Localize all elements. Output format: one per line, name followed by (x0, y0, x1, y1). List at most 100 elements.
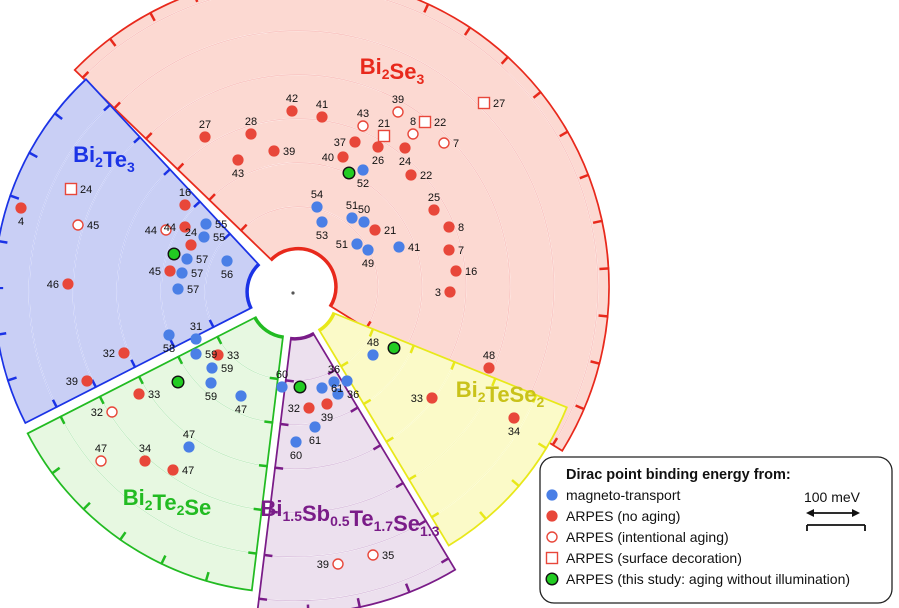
point-label: 24 (185, 227, 197, 239)
marker-magneto-transport (163, 329, 175, 341)
grid-arc-tint (116, 168, 171, 369)
marker-arpes-no-aging (483, 362, 495, 374)
arc-tick (599, 267, 610, 271)
title-part: Sb (302, 501, 330, 526)
legend-entry: ARPES (no aging) (546, 508, 680, 524)
marker-magneto-transport (176, 267, 188, 279)
title-part: 2 (177, 502, 185, 518)
legend-frame (539, 456, 893, 604)
sector-outline (256, 330, 457, 608)
grid-arc-tint (177, 355, 274, 423)
grid-arc (258, 557, 450, 602)
grid-arc-tint (160, 200, 201, 349)
edge-tick (339, 361, 349, 368)
point-label: 41 (408, 242, 420, 254)
edge-tick (163, 167, 172, 176)
edge-tick (263, 553, 273, 558)
point-label: 53 (316, 230, 328, 242)
point-label: 8 (458, 222, 464, 234)
point-label: 33 (411, 393, 423, 405)
edge-tick (274, 466, 284, 470)
point-label: 50 (358, 204, 370, 216)
point-label: 43 (357, 108, 369, 120)
title-part: Bi (123, 485, 145, 510)
marker-magneto-transport (351, 238, 363, 250)
grid-arc-tint (263, 520, 427, 558)
grid-arc (263, 519, 427, 558)
marker-arpes-no-aging (337, 151, 349, 163)
arc-tick (50, 466, 61, 475)
arc-tick (479, 511, 488, 521)
title-part: Se (393, 511, 420, 536)
arc-tick (590, 360, 601, 366)
point-label: 57 (191, 268, 203, 280)
point-label: 59 (205, 349, 217, 361)
point-label: 32 (91, 407, 103, 419)
grid-arc (268, 482, 405, 514)
title-part: Te (350, 506, 374, 531)
arc-tick (204, 571, 210, 583)
arc-tick (598, 314, 609, 318)
marker-arpes-no-aging (81, 375, 93, 387)
title-part: 1.7 (374, 518, 394, 534)
legend-entry: magneto-transport (546, 487, 681, 503)
grid-arc (204, 232, 231, 329)
grid-arc-tint (138, 375, 268, 467)
marker-magneto-transport (183, 441, 195, 453)
point-label: 54 (311, 189, 323, 201)
marker-arpes-intentional-aging (546, 531, 558, 543)
arc-tick (118, 531, 127, 542)
point-label: 44 (164, 222, 176, 234)
legend-entry: ARPES (surface decoration) (545, 550, 742, 566)
marker-magneto-transport (235, 390, 247, 402)
sector-bi2te2se (26, 314, 286, 592)
sector-outline (26, 314, 286, 592)
point-label: 4 (18, 216, 24, 228)
marker-arpes-intentional-aging (95, 455, 107, 467)
point-label: 27 (199, 119, 211, 131)
title-part: Bi (261, 496, 283, 521)
marker-arpes-no-aging (118, 347, 130, 359)
edge-tick (327, 368, 337, 376)
marker-arpes-no-aging (546, 510, 558, 522)
marker-arpes-surface-decoration (545, 551, 559, 565)
marker-magneto-transport (346, 212, 358, 224)
edge-tick (284, 378, 294, 383)
point-label: 32 (288, 403, 300, 415)
arc-tick (559, 130, 570, 138)
marker-arpes-no-aging (268, 145, 280, 157)
title-part: Te (103, 147, 127, 172)
marker-arpes-no-aging (179, 221, 191, 233)
grid-arc (72, 136, 141, 389)
edge-tick (264, 420, 274, 424)
title-part: Bi (360, 54, 382, 79)
grid-arc (81, 0, 599, 446)
point-label: 39 (321, 412, 333, 424)
point-label: 39 (66, 376, 78, 388)
arc-tick (500, 55, 510, 65)
point-label: 49 (362, 258, 374, 270)
edge-tick (112, 101, 121, 110)
markers-layer (15, 96, 520, 570)
grid-arc (116, 168, 171, 369)
title-part: 1.3 (420, 523, 440, 539)
point-label: 39 (283, 146, 295, 158)
grid-arc-tint (268, 482, 405, 514)
grid-arc-tint (208, 162, 423, 353)
point-label: 24 (399, 156, 411, 168)
sector-bi2se3 (73, 0, 610, 453)
marker-arpes-surface-decoration (418, 115, 432, 129)
marker-arpes-this-study (293, 380, 307, 394)
marker-magneto-transport (205, 377, 217, 389)
sector-fill (318, 312, 568, 547)
marker-arpes-intentional-aging (407, 128, 419, 140)
edge-tick (407, 474, 417, 481)
grid-arc (208, 162, 423, 353)
title-part: 2 (536, 394, 544, 410)
legend-entry: ARPES (intentional aging) (546, 529, 729, 545)
marker-magneto-transport (316, 216, 328, 228)
edge-tick (81, 70, 90, 80)
edge-tick (409, 344, 416, 354)
edge-tick (176, 162, 185, 171)
arc-tick (463, 26, 472, 36)
